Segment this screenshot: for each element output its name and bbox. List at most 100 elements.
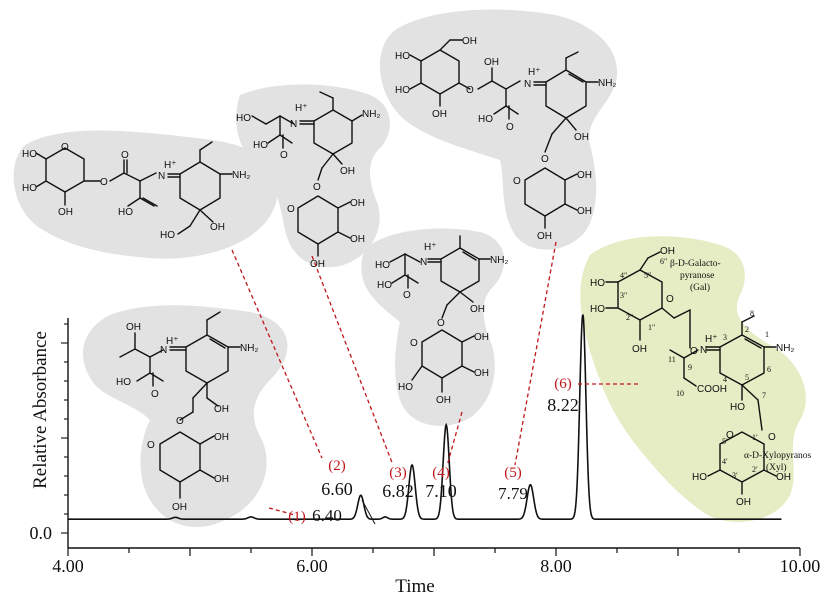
ho-label: HO — [375, 260, 390, 271]
o-label: O — [61, 142, 69, 153]
oh-label: OH — [736, 497, 751, 508]
o-label: O — [666, 294, 674, 305]
ho-label: HO — [590, 278, 605, 289]
n-label: N — [524, 79, 531, 90]
oh-label: OH — [474, 332, 489, 343]
nh-plus-label: H⁺ — [705, 334, 718, 345]
oh-label: OH — [574, 132, 589, 143]
o-label: O — [541, 154, 549, 165]
position-5: 5 — [745, 373, 749, 382]
oh-label: OH — [350, 234, 365, 245]
nh-plus-label: H⁺ — [424, 242, 437, 253]
peak-value-5: 7.79 — [498, 484, 528, 503]
peak-label-3: (3) — [389, 465, 407, 481]
position-2-prime: 2′ — [752, 465, 758, 474]
position-3-double-prime: 3″ — [620, 291, 627, 300]
n-label: N — [290, 119, 297, 130]
position-1-double-prime: 1″ — [648, 323, 655, 332]
structure-compound-4: HO HO O N H⁺ NH₂ OH O O OH OH OH HO — [375, 235, 508, 406]
x-tick-label: 10.00 — [780, 556, 821, 576]
nh2-label: NH₂ — [598, 78, 616, 89]
oh-label: OH — [776, 472, 791, 483]
o-label: O — [280, 150, 288, 161]
ho-label: HO — [253, 140, 268, 151]
oh-label: OH — [632, 344, 647, 355]
nh2-label: NH₂ — [490, 255, 508, 266]
nh-plus-label: H⁺ — [295, 103, 308, 114]
peak-value-1: 6.40 — [312, 506, 342, 525]
blob-compound-5 — [379, 9, 618, 250]
ho-label: HO — [377, 280, 392, 291]
ho-label: HO — [236, 113, 251, 124]
peak-label-4: (4) — [432, 465, 450, 481]
oh-label: OH — [660, 246, 675, 257]
structure-compound-3: HO HO O N H⁺ NH₂ OH O O OH OH OH — [236, 91, 380, 270]
oh-label: OH — [537, 231, 552, 242]
oh-label: OH — [214, 474, 229, 485]
peak-label-2: (2) — [328, 458, 346, 474]
o-label: O — [176, 416, 184, 427]
nh-plus-label: H⁺ — [164, 160, 177, 171]
position-7: 7 — [762, 391, 766, 400]
y-tick-label: 0.0 — [30, 523, 53, 543]
ho-label: HO — [590, 304, 605, 315]
gal-name-line-1: β-D-Galacto- — [670, 259, 721, 269]
oh-label: OH — [577, 170, 592, 181]
ho-label: HO — [692, 472, 707, 483]
position-5-double-prime: 5″ — [644, 271, 651, 280]
peak-label-6: (6) — [554, 376, 572, 392]
o-label: O — [287, 204, 295, 215]
peak-value-4: 7.10 — [425, 481, 457, 501]
position-8: 8 — [750, 309, 754, 318]
peak-label-5: (5) — [504, 465, 522, 481]
position-5-prime: 5′ — [722, 437, 728, 446]
annotation-leader-2 — [231, 249, 323, 459]
oh-label: OH — [210, 222, 225, 233]
oh-label: OH — [58, 207, 73, 218]
position-6-double-prime: 6″ — [660, 257, 667, 266]
o-label: O — [437, 318, 445, 329]
ho-label: HO — [395, 51, 410, 62]
n-label: N — [158, 171, 165, 182]
oh-label: OH — [474, 368, 489, 379]
gal-name-line-3: (Gal) — [690, 282, 710, 293]
structure-compound-5: OH HO HO OH O OH HO O N H⁺ NH₂ OH O O OH… — [395, 36, 616, 242]
position-1: 1 — [765, 330, 769, 339]
ho-label: HO — [22, 149, 37, 160]
ho-label: HO — [395, 85, 410, 96]
o-label: O — [466, 85, 474, 96]
ho-label: HO — [22, 183, 37, 194]
oh-label: OH — [172, 502, 187, 513]
o-label: O — [768, 432, 776, 443]
ho-label: HO — [730, 402, 745, 413]
o-label: O — [506, 122, 514, 133]
position-9: 9 — [688, 363, 692, 372]
o-label: O — [151, 389, 159, 400]
nh-plus-label: H⁺ — [528, 67, 541, 78]
y-ticks: 0.0 — [30, 523, 53, 543]
x-tick-label: 6.00 — [296, 556, 328, 576]
nh-plus-label: H⁺ — [166, 336, 179, 347]
oh-label: OH — [126, 322, 141, 333]
cooh-label: COOH — [697, 384, 727, 395]
oh-label: OH — [432, 109, 447, 120]
o-label: O — [726, 430, 734, 441]
oh-label: OH — [340, 166, 355, 177]
annotation-leader-3 — [311, 255, 394, 466]
peak-value-2: 6.60 — [321, 479, 353, 499]
gal-name-line-2: pyranose — [680, 271, 714, 281]
position-3: 3 — [723, 333, 727, 342]
xyl-name-line-2: (Xyl) — [766, 462, 787, 473]
position-2-double-prime: 2″ — [626, 313, 633, 322]
position-4: 4 — [723, 375, 727, 384]
oh-label: OH — [462, 36, 477, 47]
position-10: 10 — [676, 389, 684, 398]
annotation-leader-1 — [268, 507, 296, 516]
oh-label: OH — [350, 198, 365, 209]
x-tick-label: 4.00 — [52, 556, 84, 576]
o-label: O — [513, 176, 521, 187]
blob-compound-4 — [361, 228, 505, 426]
oh-label: OH — [577, 206, 592, 217]
